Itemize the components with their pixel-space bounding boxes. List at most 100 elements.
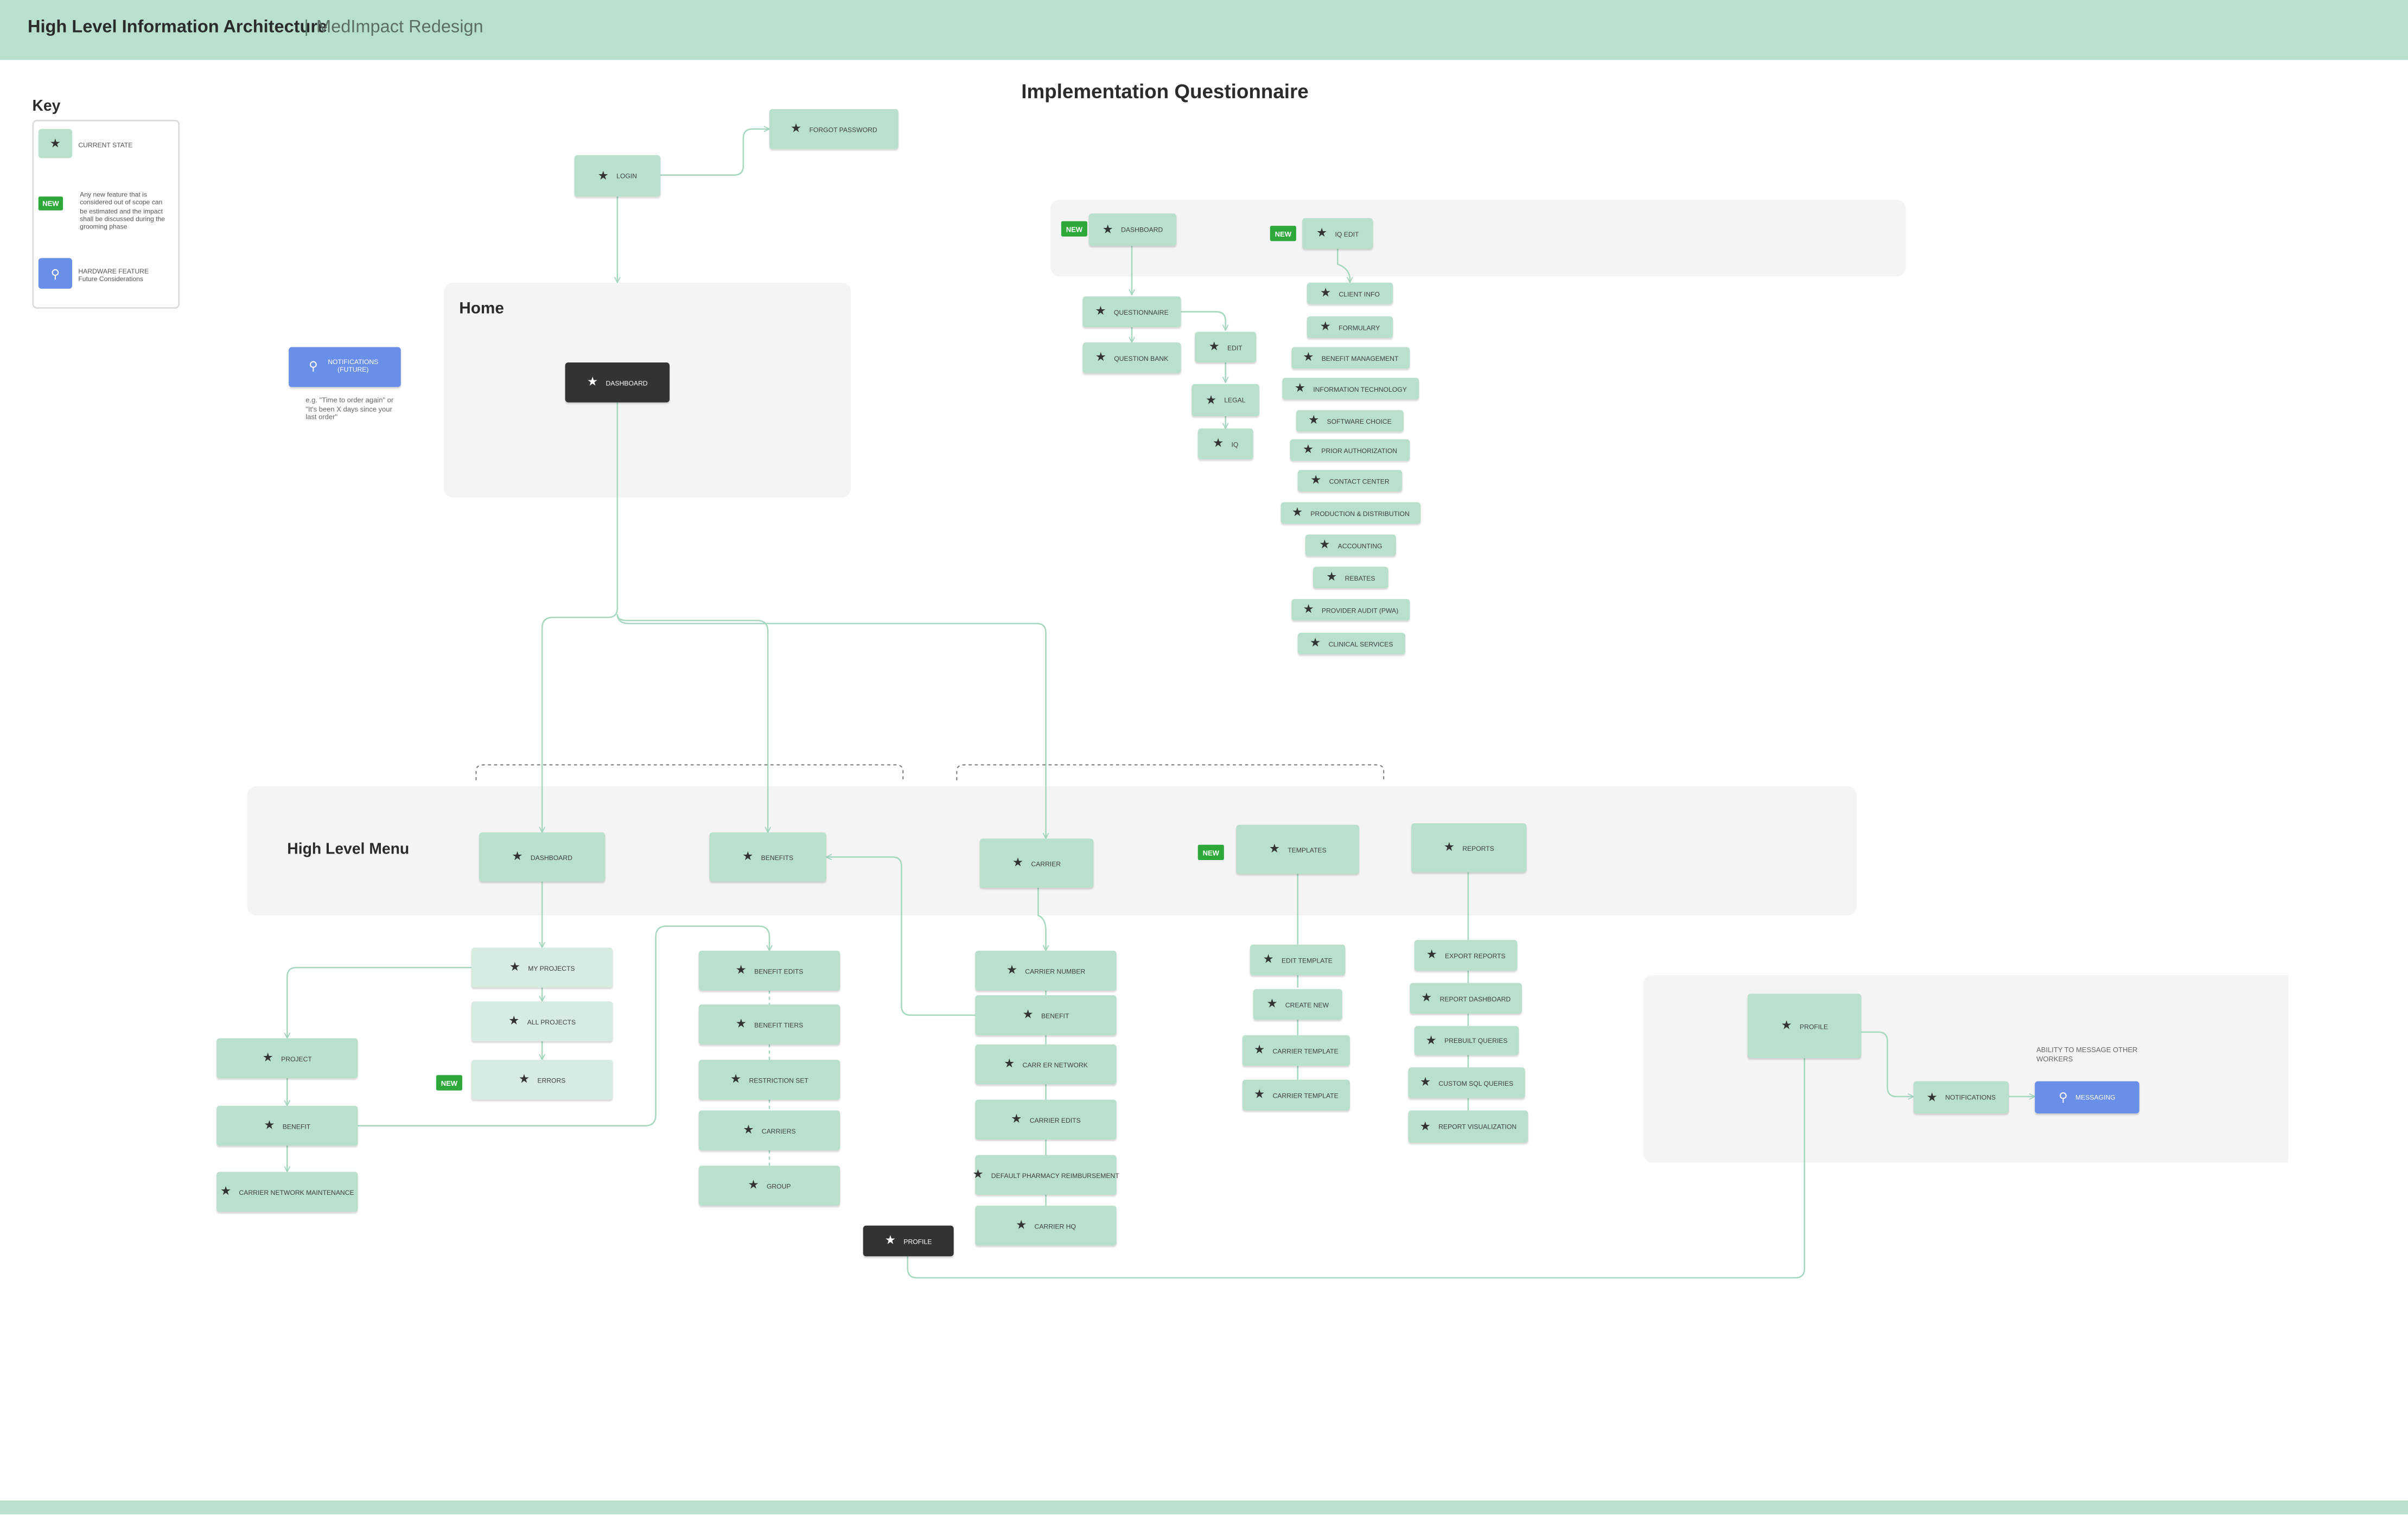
star-icon: ★ bbox=[1022, 1007, 1034, 1022]
iq-information-technology-node[interactable]: ★INFORMATION TECHNOLOGY bbox=[1282, 378, 1419, 399]
notifications-future-node[interactable]: ⚲NOTIFICATIONS (FUTURE) bbox=[289, 347, 401, 387]
star-icon: ★ bbox=[1016, 1218, 1027, 1232]
iq-provider-audit-node[interactable]: ★PROVIDER AUDIT (PWA) bbox=[1291, 599, 1410, 621]
iq-production-distribution-node[interactable]: ★PRODUCTION & DISTRIBUTION bbox=[1281, 502, 1421, 524]
star-icon: ★ bbox=[1294, 380, 1306, 395]
carrier-number-node[interactable]: ★CARRIER NUMBER bbox=[975, 951, 1117, 991]
link-iq-questionnaire-edit bbox=[1181, 311, 1226, 330]
iq-iq-node[interactable]: ★IQ bbox=[1197, 428, 1253, 460]
star-icon: ★ bbox=[791, 121, 802, 136]
iq-rebates-node[interactable]: ★REBATES bbox=[1313, 566, 1388, 589]
iq-accounting-node[interactable]: ★ACCOUNTING bbox=[1305, 534, 1396, 556]
carrier-network-maintenance-node[interactable]: ★CARRIER NETWORK MAINTENANCE bbox=[216, 1172, 358, 1212]
login-node[interactable]: ★LOGIN bbox=[574, 155, 661, 197]
home-dashboard-node[interactable]: ★DASHBOARD bbox=[565, 362, 670, 403]
iq-contact-center-node[interactable]: ★CONTACT CENTER bbox=[1297, 470, 1403, 492]
iq-edit-top-node[interactable]: ★IQ EDIT bbox=[1302, 218, 1373, 249]
edit-template-node[interactable]: ★EDIT TEMPLATE bbox=[1250, 944, 1346, 976]
create-new-node[interactable]: ★CREATE NEW bbox=[1253, 989, 1342, 1020]
menu-bracket-left bbox=[475, 764, 904, 780]
carrier-benefit-node[interactable]: ★BENEFIT bbox=[975, 995, 1117, 1035]
report-visualization-node[interactable]: ★REPORT VISUALIZATION bbox=[1408, 1110, 1528, 1143]
iq-edit-node[interactable]: ★EDIT bbox=[1195, 332, 1257, 362]
implementation-title: Implementation Questionnaire bbox=[1021, 80, 1309, 103]
benefit-node[interactable]: ★BENEFIT bbox=[216, 1105, 358, 1146]
forgot-password-node[interactable]: ★FORGOT PASSWORD bbox=[769, 109, 899, 149]
star-icon: ★ bbox=[1291, 505, 1303, 519]
footer-bar bbox=[0, 1500, 2408, 1514]
prebuilt-queries-node[interactable]: ★PREBUILT QUERIES bbox=[1414, 1026, 1519, 1055]
key-hardware-title: HARDWARE FEATURE bbox=[78, 267, 149, 275]
restriction-set-node[interactable]: ★RESTRICTION SET bbox=[698, 1059, 840, 1100]
key-current-state-icon: ★ bbox=[38, 129, 73, 158]
iq-questionnaire-node[interactable]: ★QUESTIONNAIRE bbox=[1082, 296, 1181, 327]
profile-dark-node[interactable]: ★PROFILE bbox=[863, 1225, 954, 1257]
star-icon: ★ bbox=[1006, 963, 1018, 977]
messaging-node[interactable]: ⚲MESSAGING bbox=[2035, 1081, 2139, 1114]
new-badge: NEW bbox=[1061, 221, 1087, 237]
carriers-node[interactable]: ★CARRIERS bbox=[698, 1110, 840, 1150]
default-pharmacy-reimbursement-node[interactable]: ★DEFAULT PHARMACY REIMBURSEMENT bbox=[972, 1155, 1119, 1195]
key-current-state-label: CURRENT STATE bbox=[78, 141, 133, 149]
menu-templates-node[interactable]: ★TEMPLATES bbox=[1236, 824, 1359, 874]
link-login-forgot bbox=[660, 129, 769, 176]
star-icon: ★ bbox=[1205, 392, 1217, 406]
star-icon: ★ bbox=[1319, 537, 1330, 552]
iq-formulary-node[interactable]: ★FORMULARY bbox=[1307, 316, 1393, 338]
menu-carrier-node[interactable]: ★CARRIER bbox=[979, 838, 1094, 888]
iq-clinical-services-node[interactable]: ★CLINICAL SERVICES bbox=[1297, 633, 1405, 654]
menu-benefits-node[interactable]: ★BENEFITS bbox=[709, 832, 826, 882]
benefit-edits-node[interactable]: ★BENEFIT EDITS bbox=[698, 951, 840, 991]
star-icon: ★ bbox=[972, 1167, 984, 1181]
my-projects-node[interactable]: ★MY PROJECTS bbox=[471, 947, 613, 988]
star-icon: ★ bbox=[1320, 285, 1332, 300]
carrier-template-node[interactable]: ★CARRIER TEMPLATE bbox=[1242, 1035, 1350, 1066]
star-icon: ★ bbox=[597, 168, 609, 182]
star-icon: ★ bbox=[1426, 947, 1437, 962]
profile-node[interactable]: ★PROFILE bbox=[1747, 994, 1862, 1059]
star-icon: ★ bbox=[1326, 570, 1337, 584]
iq-client-info-node[interactable]: ★CLIENT INFO bbox=[1307, 282, 1393, 304]
star-icon: ★ bbox=[1208, 339, 1220, 353]
star-icon: ★ bbox=[1303, 350, 1314, 364]
link-home-benefits bbox=[616, 614, 768, 832]
report-dashboard-node[interactable]: ★REPORT DASHBOARD bbox=[1410, 983, 1522, 1014]
menu-dashboard-node[interactable]: ★DASHBOARD bbox=[479, 832, 606, 882]
benefit-tiers-node[interactable]: ★BENEFIT TIERS bbox=[698, 1004, 840, 1045]
star-icon: ★ bbox=[730, 1072, 742, 1086]
carrier-hq-node[interactable]: ★CARRIER HQ bbox=[975, 1205, 1117, 1246]
custom-sql-queries-node[interactable]: ★CUSTOM SQL QUERIES bbox=[1408, 1067, 1525, 1098]
key-new-description: Any new feature that is considered out o… bbox=[80, 190, 165, 231]
pin-icon: ⚲ bbox=[2059, 1090, 2068, 1104]
star-icon: ★ bbox=[742, 849, 754, 863]
carrier-edits-node[interactable]: ★CARRIER EDITS bbox=[975, 1099, 1117, 1140]
star-icon: ★ bbox=[1095, 350, 1107, 364]
group-node[interactable]: ★GROUP bbox=[698, 1166, 840, 1206]
star-icon: ★ bbox=[1254, 1042, 1265, 1057]
star-icon: ★ bbox=[1308, 413, 1320, 427]
iq-legal-node[interactable]: ★LEGAL bbox=[1192, 384, 1259, 417]
export-reports-node[interactable]: ★EXPORT REPORTS bbox=[1414, 940, 1518, 971]
menu-reports-node[interactable]: ★REPORTS bbox=[1411, 823, 1527, 873]
key-new-badge: NEW bbox=[38, 196, 63, 211]
project-node[interactable]: ★PROJECT bbox=[216, 1038, 358, 1078]
carrier-network-node[interactable]: ★CARR ER NETWORK bbox=[975, 1044, 1117, 1085]
link-benefit-benefitedits bbox=[358, 925, 769, 1126]
star-icon: ★ bbox=[1269, 842, 1281, 856]
all-projects-node[interactable]: ★ALL PROJECTS bbox=[471, 1001, 613, 1042]
carrier-template-2-node[interactable]: ★CARRIER TEMPLATE bbox=[1242, 1079, 1350, 1111]
iq-dashboard-node[interactable]: ★DASHBOARD bbox=[1088, 213, 1177, 246]
iq-question-bank-node[interactable]: ★QUESTION BANK bbox=[1082, 342, 1181, 373]
star-icon: ★ bbox=[735, 1016, 747, 1031]
star-icon: ★ bbox=[1012, 855, 1024, 870]
star-icon: ★ bbox=[1419, 1118, 1431, 1133]
notifications-node[interactable]: ★NOTIFICATIONS bbox=[1913, 1081, 2009, 1114]
link-carrier-number bbox=[1037, 887, 1046, 951]
star-icon: ★ bbox=[748, 1177, 759, 1192]
iq-benefit-management-node[interactable]: ★BENEFIT MANAGEMENT bbox=[1291, 347, 1410, 369]
star-icon: ★ bbox=[1263, 952, 1274, 966]
errors-node[interactable]: ★ERRORS bbox=[471, 1059, 613, 1100]
iq-software-choice-node[interactable]: ★SOFTWARE CHOICE bbox=[1296, 410, 1404, 432]
iq-prior-authorization-node[interactable]: ★PRIOR AUTHORIZATION bbox=[1290, 439, 1410, 461]
